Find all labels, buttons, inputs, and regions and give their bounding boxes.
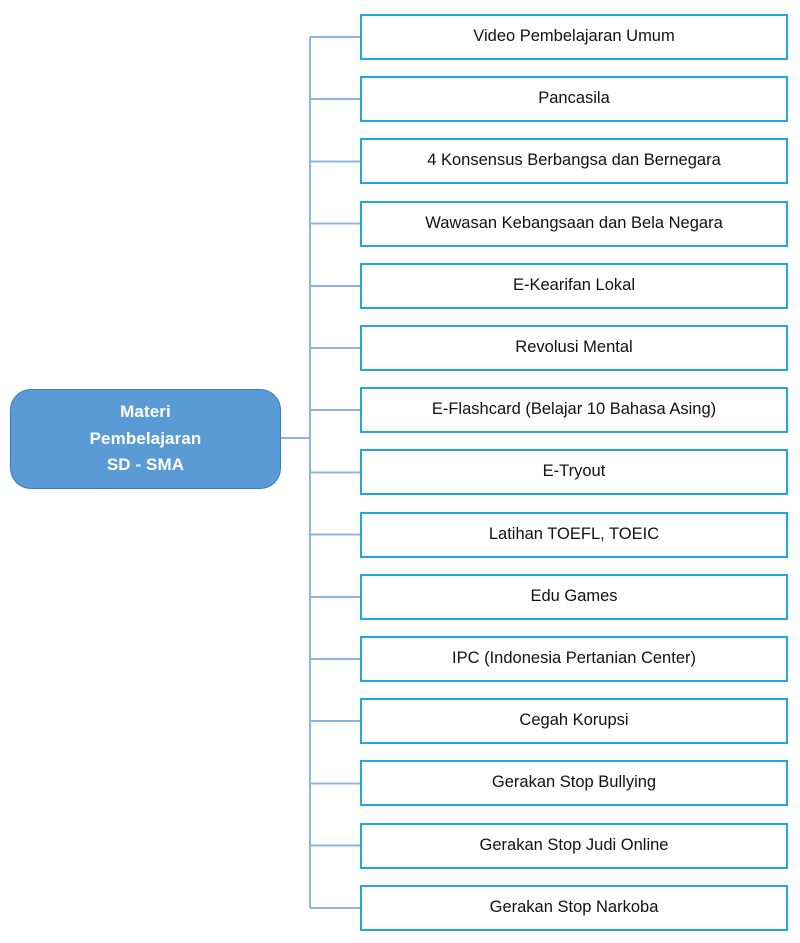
root-node-materi-pembelajaran[interactable]: Materi Pembelajaran SD - SMA — [10, 389, 281, 489]
leaf-node[interactable]: Video Pembelajaran Umum — [360, 14, 788, 60]
leaf-node[interactable]: Cegah Korupsi — [360, 698, 788, 745]
root-node-label: Materi Pembelajaran SD - SMA — [89, 401, 202, 475]
leaf-node[interactable]: Latihan TOEFL, TOEIC — [360, 511, 788, 558]
leaf-node[interactable]: Pancasila — [360, 76, 788, 123]
leaf-node[interactable]: E-Kearifan Lokal — [360, 262, 788, 309]
leaf-node-label: Video Pembelajaran Umum — [473, 27, 675, 46]
leaf-node-label: Edu Games — [530, 586, 618, 605]
leaf-node-label: Revolusi Mental — [515, 338, 633, 357]
leaf-node-label: E-Kearifan Lokal — [513, 275, 635, 294]
leaf-node-label: Gerakan Stop Narkoba — [489, 897, 659, 916]
leaf-node[interactable]: Revolusi Mental — [360, 325, 788, 371]
leaf-node-label: Latihan TOEFL, TOEIC — [488, 524, 660, 543]
leaf-node[interactable]: Gerakan Stop Judi Online — [360, 822, 788, 869]
leaf-node-label: Wawasan Kebangsaan dan Bela Negara — [425, 213, 723, 232]
leaf-node-label: Cegah Korupsi — [519, 711, 629, 730]
leaf-node-label: Pancasila — [538, 89, 610, 108]
leaf-node[interactable]: Gerakan Stop Narkoba — [360, 884, 788, 931]
leaf-node[interactable]: Edu Games — [360, 573, 788, 620]
leaf-node-label: E-Flashcard (Belajar 10 Bahasa Asing) — [431, 400, 717, 419]
leaf-node[interactable]: 4 Konsensus Berbangsa dan Bernegara — [360, 138, 788, 185]
leaf-node[interactable]: E-Flashcard (Belajar 10 Bahasa Asing) — [360, 387, 788, 434]
leaf-node[interactable]: Wawasan Kebangsaan dan Bela Negara — [360, 200, 788, 247]
leaf-node-label: Gerakan Stop Judi Online — [479, 835, 669, 854]
leaf-node[interactable]: E-Tryout — [360, 449, 788, 496]
leaf-node-label: 4 Konsensus Berbangsa dan Bernegara — [427, 151, 721, 170]
leaf-node-label: E-Tryout — [542, 462, 606, 481]
leaf-node[interactable]: Gerakan Stop Bullying — [360, 760, 788, 807]
leaf-node[interactable]: IPC (Indonesia Pertanian Center) — [360, 636, 788, 682]
leaf-node-label: IPC (Indonesia Pertanian Center) — [452, 649, 696, 668]
leaf-node-label: Gerakan Stop Bullying — [491, 773, 657, 792]
